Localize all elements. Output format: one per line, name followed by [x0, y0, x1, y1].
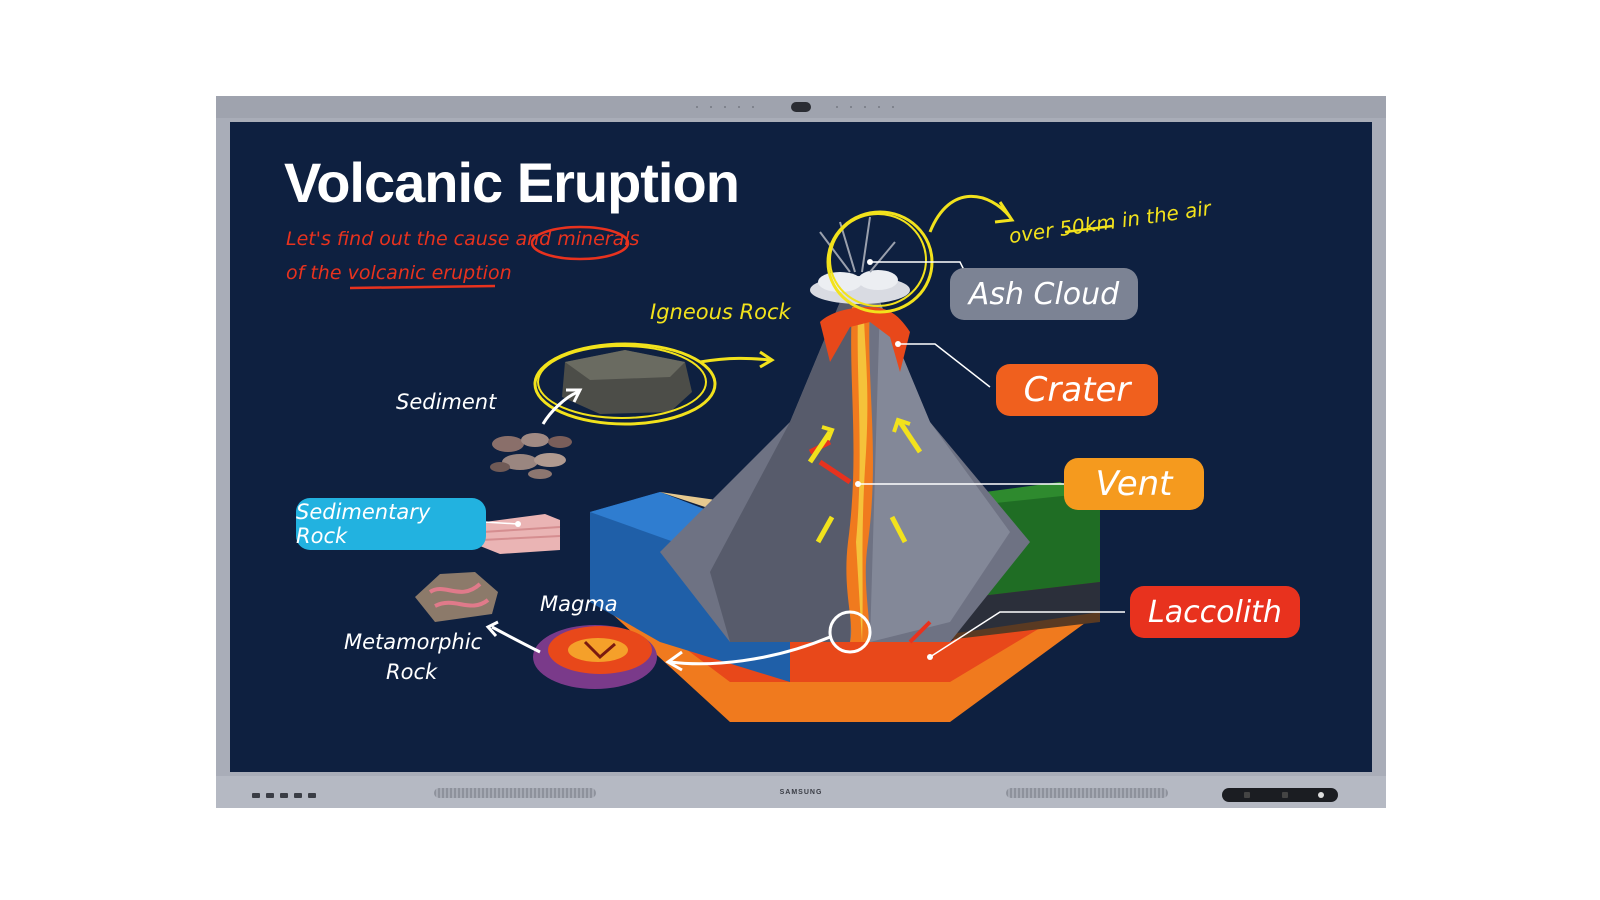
ash-cloud-label[interactable]: Ash Cloud — [950, 268, 1138, 320]
speaker-grille-left — [434, 788, 596, 798]
whiteboard-screen[interactable]: Volcanic Eruption Let's find out the cau… — [230, 122, 1372, 772]
metamorphic-label-line-2: Rock — [386, 660, 438, 684]
vent-label[interactable]: Vent — [1064, 458, 1204, 510]
sedimentary-rock-shape — [480, 514, 560, 554]
brand-logo: SAMSUNG — [779, 789, 823, 796]
crater-label[interactable]: Crater — [996, 364, 1158, 416]
subtitle-minerals: minerals — [557, 228, 640, 250]
control-button-icon[interactable] — [1244, 792, 1250, 798]
port-icon — [280, 793, 288, 798]
metamorphic-rock-shape — [415, 572, 498, 622]
subtitle-volcanic-eruption: volcanic eruption — [347, 262, 512, 284]
speaker-grille-right — [1006, 788, 1168, 798]
control-panel[interactable] — [1222, 788, 1338, 802]
port-panel — [252, 793, 316, 798]
laccolith-label[interactable]: Laccolith — [1130, 586, 1300, 638]
control-button-icon[interactable] — [1282, 792, 1288, 798]
bezel-bottom: SAMSUNG — [216, 776, 1386, 808]
subtitle-line-2-text: of the — [286, 262, 348, 284]
port-icon — [252, 793, 260, 798]
50km-underline — [1064, 224, 1113, 234]
sediment-label: Sediment — [396, 390, 497, 414]
sedimentary-rock-label[interactable]: Sedimentary Rock — [296, 498, 486, 550]
sensor-dots-right — [836, 106, 896, 108]
subtitle-line-2: of the volcanic eruption — [286, 262, 512, 284]
igneous-rock-label: Igneous Rock — [650, 300, 791, 324]
camera-icon — [791, 102, 811, 112]
port-icon — [294, 793, 302, 798]
power-icon[interactable] — [1318, 792, 1324, 798]
bezel-top — [216, 96, 1386, 118]
volcano-illustration — [349, 194, 1125, 722]
slide-title: Volcanic Eruption — [284, 151, 740, 214]
port-icon — [308, 793, 316, 798]
port-icon — [266, 793, 274, 798]
sediment-pebbles — [492, 436, 524, 452]
subtitle-line-1-text: Let's find out the cause and — [286, 228, 558, 250]
sensor-dots-left — [696, 106, 756, 108]
magma-label: Magma — [540, 592, 618, 616]
metamorphic-label-line-1: Metamorphic — [344, 630, 483, 654]
subtitle-underline — [349, 284, 496, 290]
subtitle-line-1: Let's find out the cause and minerals — [286, 228, 639, 250]
minerals-circle — [530, 225, 630, 261]
